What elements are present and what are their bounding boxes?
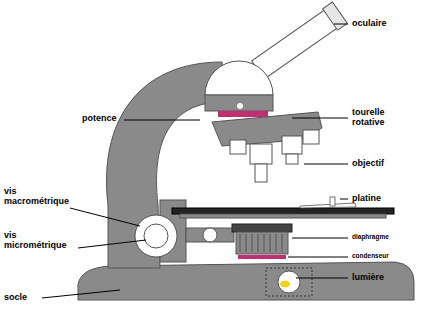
grip-stroke	[264, 234, 265, 252]
grip-stroke	[270, 234, 271, 252]
part-label: objectif	[352, 158, 384, 168]
part-label: vis macrométrique	[4, 186, 76, 207]
part-label: socle	[4, 292, 27, 302]
grip-stroke	[258, 234, 259, 252]
part-label: lumière	[352, 272, 384, 282]
part-label: tourelle rotative	[352, 107, 412, 128]
grip-stroke	[252, 234, 253, 252]
grip-stroke	[240, 234, 241, 252]
part-label: diaphragme	[352, 233, 389, 240]
grip-stroke	[246, 234, 247, 252]
grip-stroke	[276, 234, 277, 252]
part-label: potence	[82, 113, 117, 123]
part-label: vis micrométrique	[4, 230, 80, 251]
part-label: oculaire	[352, 18, 387, 28]
grip-stroke	[282, 234, 283, 252]
part-label: condenseur	[352, 252, 389, 259]
part-label: platine	[352, 193, 381, 203]
